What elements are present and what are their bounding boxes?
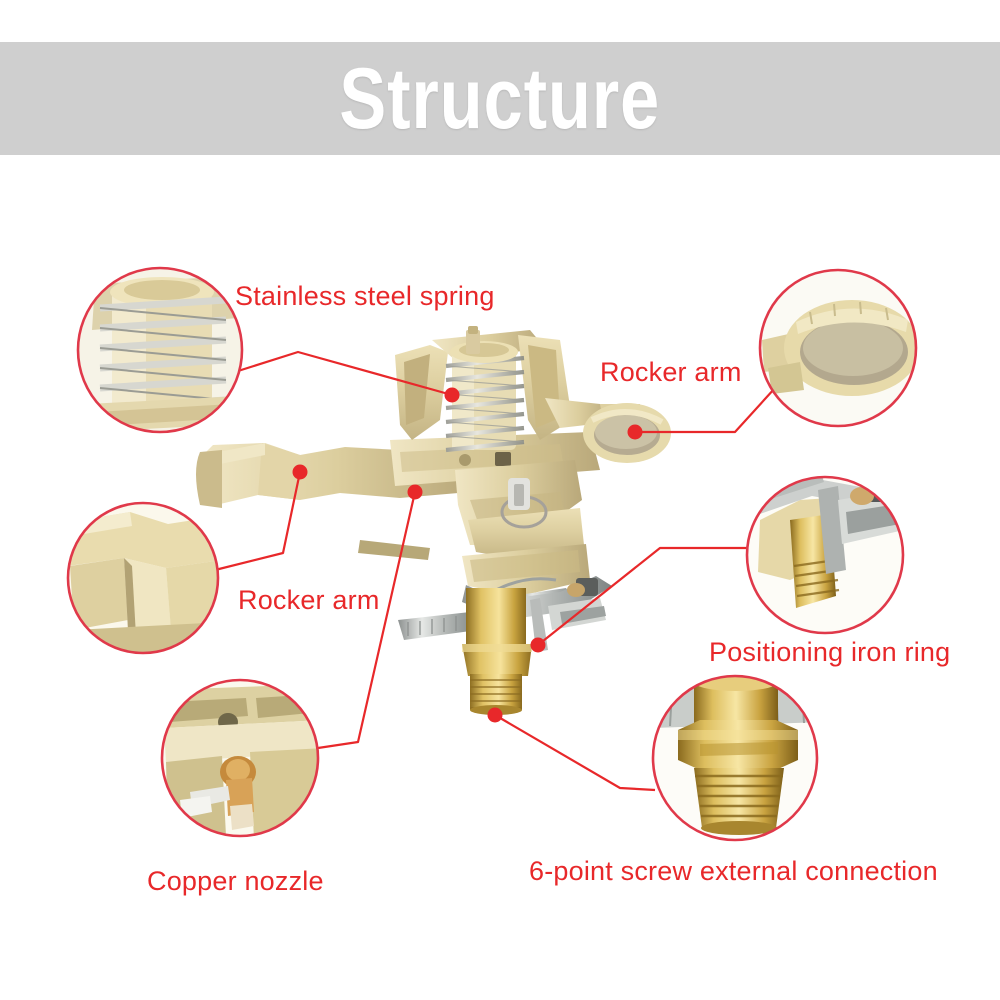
callout-rocker-arm-left: [66, 501, 220, 655]
header-banner: Structure: [0, 42, 1000, 155]
callout-label-positioning-iron-ring: Positioning iron ring: [709, 637, 951, 667]
callout-label-six-point-screw: 6-point screw external connection: [529, 856, 938, 886]
leader-line-six-point-screw: [494, 714, 656, 792]
leader-line-positioning-iron-ring: [537, 546, 750, 646]
callout-positioning-iron-ring: [745, 475, 905, 635]
leader-line-rocker-arm-left: [214, 471, 302, 572]
anchor-dot-copper-nozzle: [407, 484, 423, 500]
leader-line-copper-nozzle: [317, 491, 417, 750]
leader-line-rocker-arm-right: [635, 387, 776, 434]
anchor-dot-positioning-iron-ring: [530, 637, 546, 653]
callout-copper-nozzle: [160, 678, 320, 838]
callout-label-stainless-steel-spring: Stainless steel spring: [235, 281, 495, 311]
callout-label-rocker-arm-right: Rocker arm: [600, 357, 742, 387]
callout-rocker-arm-right: [758, 268, 918, 428]
anchor-dot-rocker-arm-left: [292, 464, 308, 480]
brass-inlet-fitting: [462, 588, 532, 715]
callout-label-rocker-arm-left: Rocker arm: [238, 585, 380, 615]
anchor-dot-rocker-arm-right: [627, 424, 643, 440]
page-title: Structure: [339, 50, 661, 147]
callout-label-copper-nozzle: Copper nozzle: [147, 866, 324, 896]
leader-line-stainless-steel-spring: [237, 350, 453, 397]
rocker-arm-right-wing: [545, 398, 671, 463]
bearing-housing: [455, 460, 590, 596]
sprinkler-assembly: [196, 326, 671, 715]
anchor-dots: [292, 387, 643, 723]
anchor-dot-six-point-screw: [487, 707, 503, 723]
callout-six-point-screw: [651, 674, 819, 842]
anchor-dot-stainless-steel-spring: [444, 387, 460, 403]
callout-stainless-steel-spring: [76, 266, 244, 434]
